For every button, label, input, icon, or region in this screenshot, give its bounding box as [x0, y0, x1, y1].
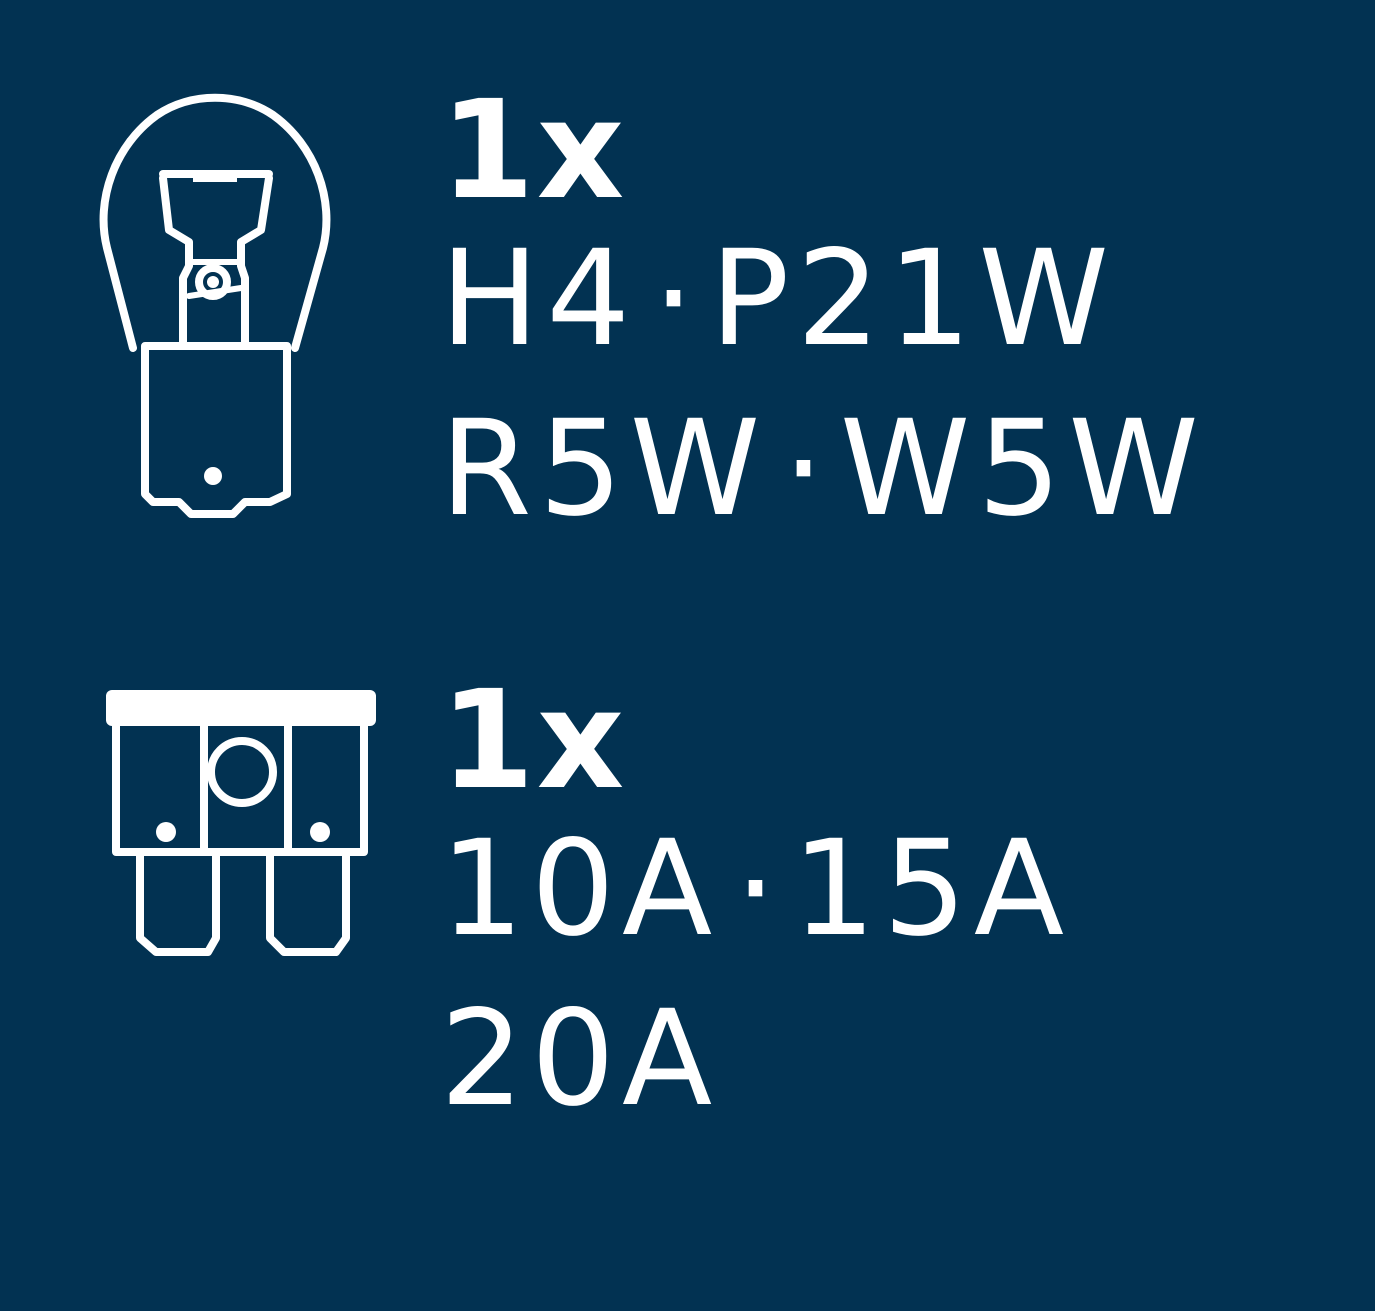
fuse-text: 1x 10A·15A 20A	[440, 662, 1340, 1144]
fuse-ratings-line-2: 20A	[440, 974, 1340, 1144]
bulb-types-line-1: H4·P21W	[440, 214, 1340, 384]
fuse-rating-10a: 10A	[440, 812, 720, 966]
bulb-types-line-2: R5W·W5W	[440, 384, 1340, 554]
bulb-type-h4: H4	[440, 222, 638, 376]
fuse-rating-20a: 20A	[440, 982, 720, 1136]
separator-dot: ·	[734, 812, 777, 966]
bulb-type-r5w: R5W	[440, 392, 768, 546]
bulb-icon	[95, 90, 335, 530]
fuse-count: 1x	[440, 662, 627, 820]
bulb-text: 1x H4·P21W R5W·W5W	[440, 72, 1340, 554]
separator-dot: ·	[782, 392, 825, 546]
fuse-rating-15a: 15A	[791, 812, 1072, 966]
bulb-count: 1x	[440, 72, 627, 230]
bulb-type-w5w: W5W	[839, 392, 1206, 546]
bulbs-section: 1x H4·P21W R5W·W5W	[0, 0, 1375, 600]
fuse-ratings-line-1: 10A·15A	[440, 804, 1340, 974]
bulb-type-p21w: P21W	[709, 222, 1116, 376]
fuses-section: 1x 10A·15A 20A	[0, 600, 1375, 1200]
fuse-icon	[100, 682, 385, 957]
separator-dot: ·	[652, 222, 695, 376]
